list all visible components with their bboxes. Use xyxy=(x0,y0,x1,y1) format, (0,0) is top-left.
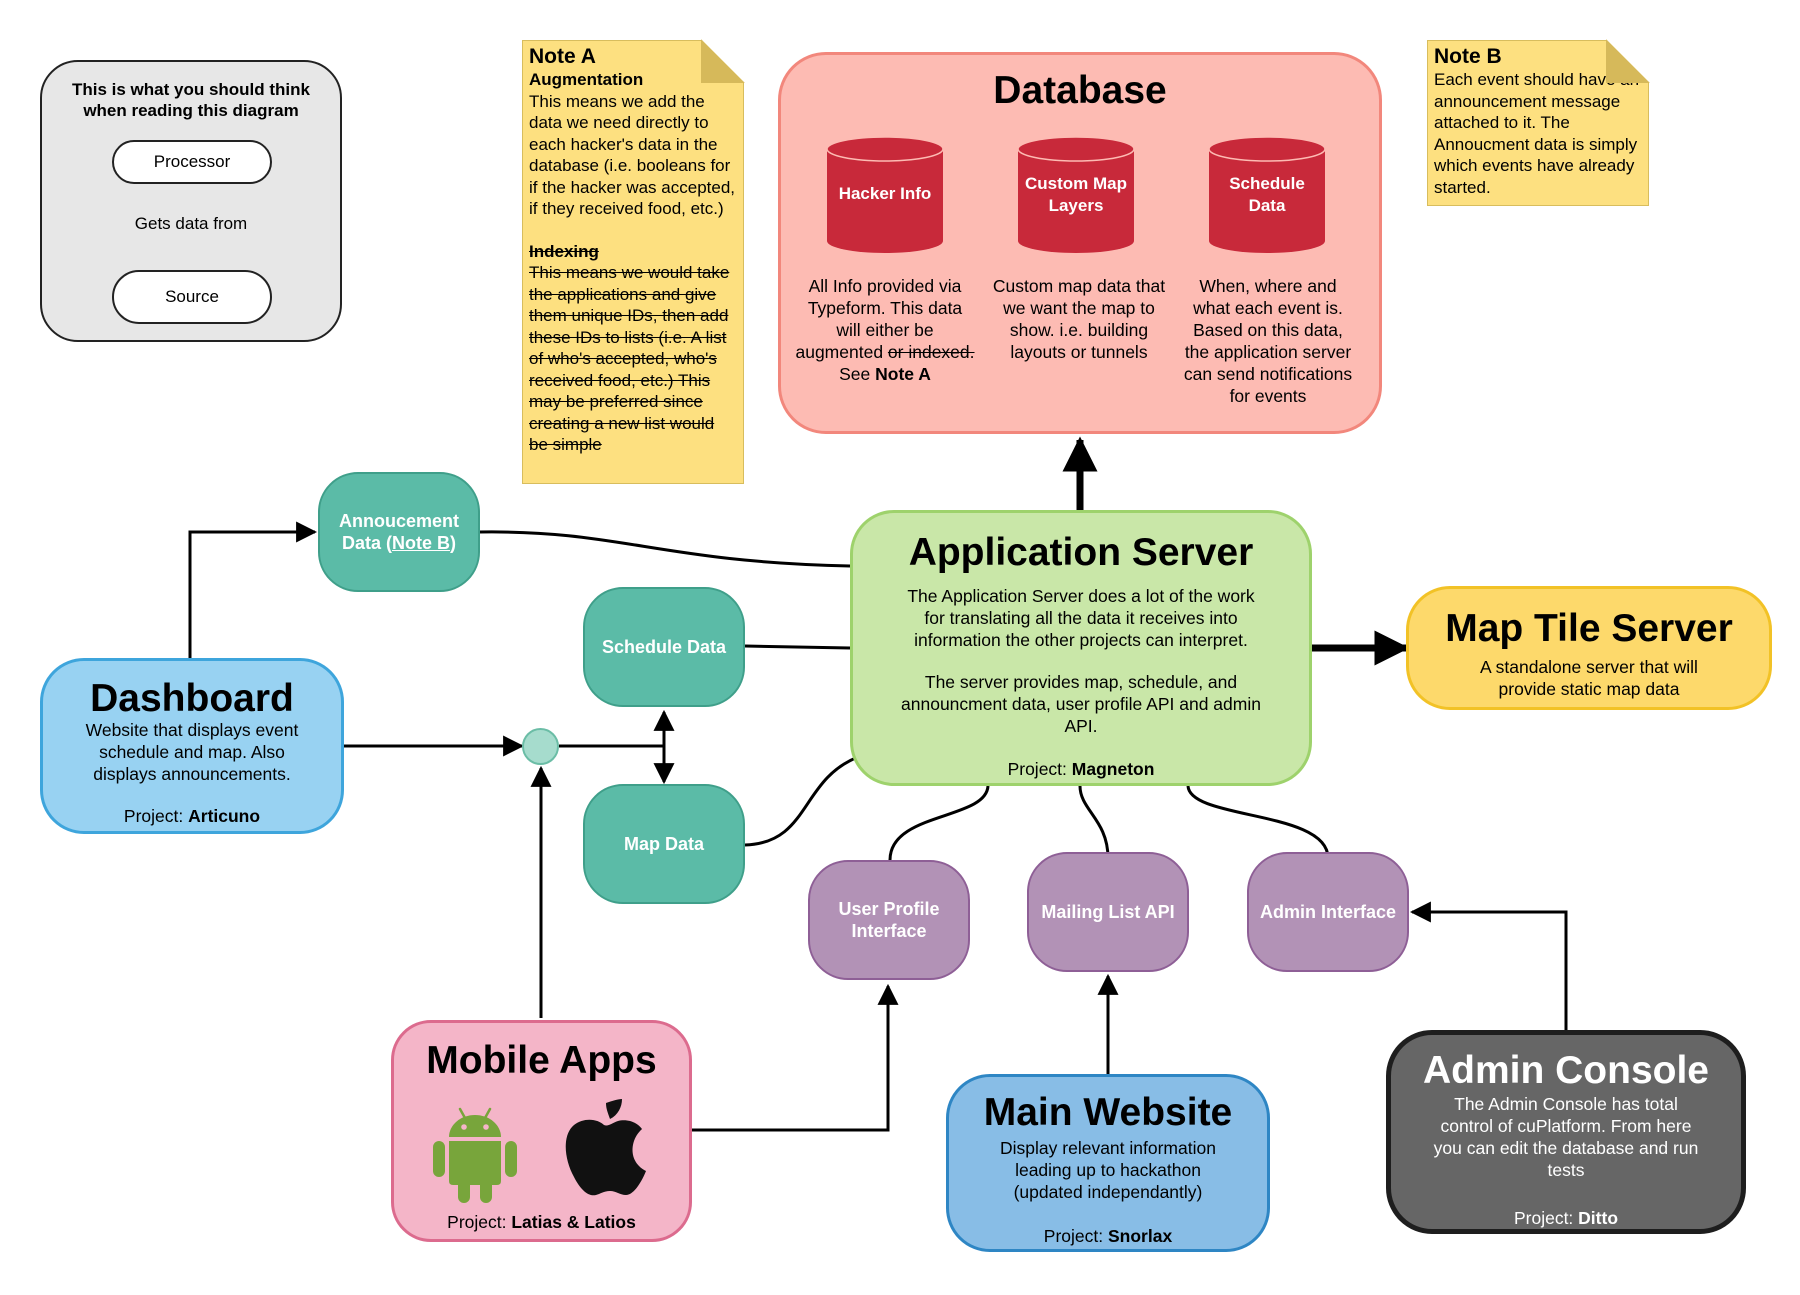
mobile-apps-project: Project: Latias & Latios xyxy=(447,1212,636,1232)
note-a-augmentation-heading: Augmentation xyxy=(529,70,644,89)
note-fold-icon xyxy=(1606,39,1650,83)
main-website-title: Main Website xyxy=(983,1091,1233,1134)
note-b: Note B Each event should have an announc… xyxy=(1427,39,1650,206)
note-b-text: Each event should have an announcement m… xyxy=(1434,70,1640,197)
database-node: Database Hacker Info All Info provided v… xyxy=(778,52,1382,434)
note-a: Note A Augmentation This means we add th… xyxy=(522,39,745,484)
admin-interface-label: Admin Interface xyxy=(1259,902,1397,922)
main-website-node: Main Website Display relevant informatio… xyxy=(946,1074,1270,1252)
schedule-data-node: Schedule Data xyxy=(583,587,745,707)
admin-console-project: Project: Ditto xyxy=(1513,1208,1619,1228)
dashboard-project: Project: Articuno xyxy=(123,806,261,826)
android-icon xyxy=(433,1107,517,1203)
mailing-list-api-label: Mailing List API xyxy=(1041,902,1175,922)
store-name: Schedule Data xyxy=(1229,174,1305,215)
user-profile-interface-label: User Profile Interface xyxy=(838,899,940,941)
mobile-apps-title: Mobile Apps xyxy=(426,1039,657,1082)
edge-appserver-userprofile xyxy=(888,785,990,861)
announcement-data-node: Annoucement Data (Note B) xyxy=(318,472,480,592)
user-profile-interface-node: User Profile Interface xyxy=(808,860,970,980)
dashboard-desc: Website that displays event schedule and… xyxy=(85,720,299,784)
junction-node xyxy=(522,728,559,765)
map-data-node: Map Data xyxy=(583,784,745,904)
note-b-link[interactable]: Note B xyxy=(392,533,450,553)
app-server-title: Application Server xyxy=(908,531,1254,574)
map-tile-server-desc: A standalone server that will provide st… xyxy=(1480,657,1698,699)
admin-console-title: Admin Console xyxy=(1422,1049,1709,1092)
store-name: Hacker Info xyxy=(838,184,932,203)
legend-box: This is what you should think when readi… xyxy=(40,60,342,342)
apple-icon xyxy=(565,1099,646,1196)
store-custom-map-layers-desc: Custom map data that we want the map to … xyxy=(992,276,1166,362)
note-a-indexing-text: This means we would take the application… xyxy=(529,263,730,454)
edge-adminconsole-admininterface xyxy=(1409,901,1568,1030)
store-custom-map-layers: Custom Map Layers xyxy=(1016,135,1136,255)
edge-mobile-userprofile xyxy=(692,983,899,1132)
main-website-desc: Display relevant information leading up … xyxy=(1000,1138,1216,1202)
store-name: Custom Map Layers xyxy=(1025,174,1127,215)
database-cylinder-icon xyxy=(826,136,944,253)
legend-processor: Processor xyxy=(112,140,272,184)
legend-source: Source xyxy=(112,270,272,324)
app-server-desc-2: The server provides map, schedule, and a… xyxy=(901,672,1261,736)
dashboard-title: Dashboard xyxy=(90,677,294,720)
admin-console-desc: The Admin Console has total control of c… xyxy=(1433,1094,1699,1180)
store-schedule-data-desc: When, where and what each event is. Base… xyxy=(1183,276,1353,406)
database-cylinder-icon xyxy=(1208,136,1326,253)
edge-schedule-appserver xyxy=(744,644,851,650)
map-tile-server-title: Map Tile Server xyxy=(1445,607,1733,650)
edge-announcement-appserver xyxy=(479,530,851,568)
mobile-apps-node: Mobile Apps Project: Latias & Latios xyxy=(391,1020,692,1242)
edge-appserver-mailing xyxy=(1078,785,1110,859)
dashboard-node: Dashboard Website that displays event sc… xyxy=(40,658,344,834)
note-b-title: Note B xyxy=(1434,45,1502,68)
note-a-augmentation-text: This means we add the data we need direc… xyxy=(529,91,736,219)
note-fold-icon xyxy=(701,39,745,83)
store-schedule-data: Schedule Data xyxy=(1207,135,1327,255)
app-server-project: Project: Magneton xyxy=(1007,759,1155,779)
edge-dashboard-announcement xyxy=(188,521,318,660)
schedule-data-label: Schedule Data xyxy=(601,637,727,657)
store-hacker-info: Hacker Info xyxy=(825,135,945,255)
map-tile-server-node: Map Tile Server A standalone server that… xyxy=(1406,586,1772,710)
note-a-title: Note A xyxy=(529,45,596,68)
legend-edge-label: Gets data from xyxy=(82,214,300,234)
app-server-node: Application Server The Application Serve… xyxy=(850,510,1312,786)
store-hacker-info-desc: All Info provided via Typeform. This dat… xyxy=(795,276,975,384)
admin-console-node: Admin Console The Admin Console has tota… xyxy=(1386,1030,1746,1234)
edge-map-appserver xyxy=(744,755,859,847)
edge-appserver-admininterface xyxy=(1186,785,1330,859)
map-data-label: Map Data xyxy=(623,834,704,854)
announcement-data-label: Annoucement Data (Note B) xyxy=(338,511,459,553)
database-title: Database xyxy=(993,69,1167,112)
legend-title: This is what you should think when readi… xyxy=(71,80,310,120)
app-server-desc-1: The Application Server does a lot of the… xyxy=(907,586,1255,650)
main-website-project: Project: Snorlax xyxy=(1043,1226,1173,1246)
mailing-list-api-node: Mailing List API xyxy=(1027,852,1189,972)
database-cylinder-icon xyxy=(1017,136,1135,253)
admin-interface-node: Admin Interface xyxy=(1247,852,1409,972)
note-a-indexing-heading: Indexing xyxy=(529,241,599,261)
